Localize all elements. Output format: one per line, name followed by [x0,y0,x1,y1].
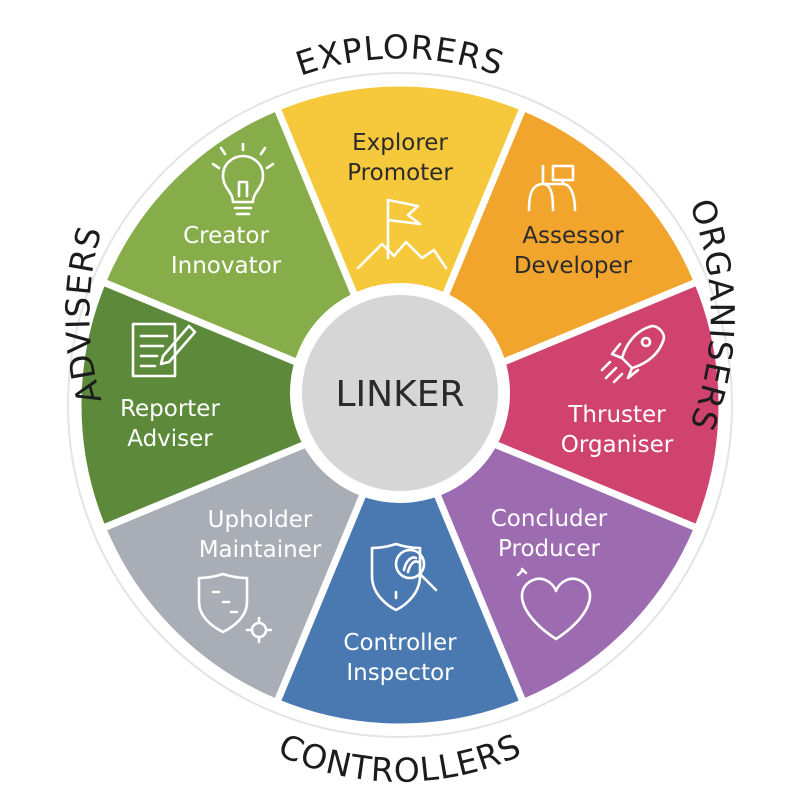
segment-label-concluder-line1: Concluder [491,506,608,532]
segment-label-thruster-line2: Organiser [561,432,674,458]
segment-label-upholder-line2: Maintainer [199,537,322,563]
segment-label-reporter-line2: Adviser [127,426,213,452]
center-label: LINKER [336,374,465,415]
segment-label-upholder-line1: Upholder [208,507,313,533]
segment-label-explorer-line2: Promoter [347,160,453,186]
flowchart-icon [527,164,577,212]
segment-label-controller-line1: Controller [343,630,457,656]
document-pen-icon [131,322,197,378]
segment-label-reporter-line1: Reporter [120,396,220,422]
segment-label-creator-line2: Innovator [171,253,282,279]
heart-icon [516,567,592,641]
flag-mountain-icon [356,198,448,270]
shield-gear-icon [197,572,273,644]
segments-layer: ExplorerPromoterAssessorDeveloperThruste… [74,79,726,731]
segment-label-controller-line2: Inspector [346,660,454,686]
segment-label-assessor-line1: Assessor [522,223,624,249]
segment-label-thruster-line1: Thruster [567,402,666,428]
segment-label-assessor-line2: Developer [514,253,633,279]
segment-label-concluder-line2: Producer [498,536,600,562]
shield-magnifier-icon [370,542,438,612]
rocket-icon [600,324,666,384]
lightbulb-icon [211,142,275,216]
center-hub [302,295,498,491]
segment-label-creator-line1: Creator [183,223,269,249]
segment-label-explorer-line1: Explorer [352,130,448,156]
